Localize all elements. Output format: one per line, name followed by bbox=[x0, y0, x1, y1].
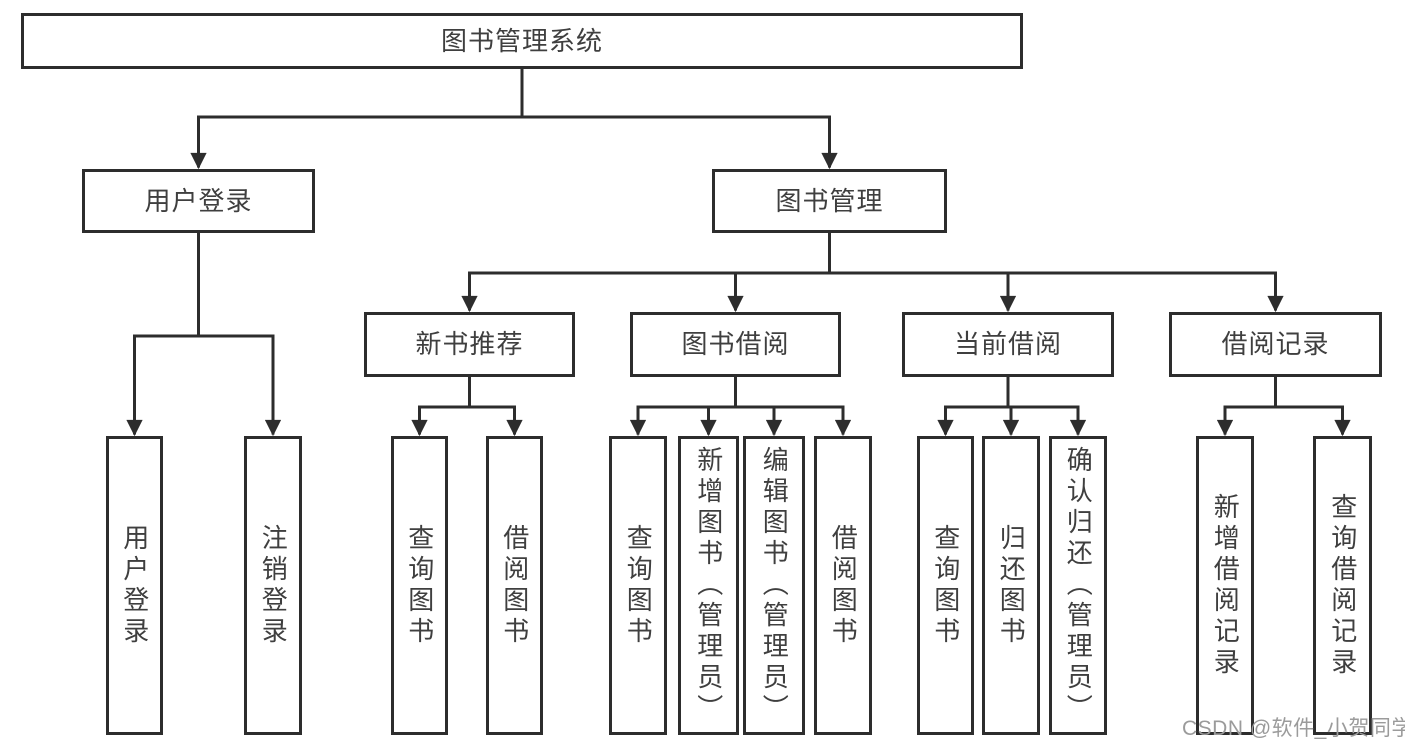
leaf-logout: 注销登录 bbox=[244, 436, 302, 735]
connectors-user-login bbox=[126, 233, 282, 437]
node-borrow-records: 借阅记录 bbox=[1169, 312, 1382, 377]
node-user-login: 用户登录 bbox=[82, 169, 315, 233]
node-root: 图书管理系统 bbox=[21, 13, 1023, 69]
leaf-br-query-record: 查询借阅记录 bbox=[1313, 436, 1372, 735]
node-current-borrow: 当前借阅 bbox=[902, 312, 1114, 377]
csdn-watermark: CSDN @软件_小贺同学 bbox=[1182, 717, 1405, 740]
connectors-borrow-records bbox=[1216, 377, 1351, 437]
connectors-root bbox=[190, 69, 838, 170]
leaf-user-login: 用户登录 bbox=[106, 436, 163, 735]
leaf-bb-edit-book: 编辑图书（管理员） bbox=[743, 436, 805, 735]
leaf-cb-confirm-return: 确认归还（管理员） bbox=[1049, 436, 1107, 735]
leaf-cb-query-book: 查询图书 bbox=[917, 436, 974, 735]
connectors-current-borrow bbox=[937, 377, 1087, 437]
leaf-br-add-record: 新增借阅记录 bbox=[1196, 436, 1254, 735]
leaf-bb-borrow-book: 借阅图书 bbox=[814, 436, 872, 735]
connectors-new-book-rec bbox=[411, 377, 523, 437]
leaf-nb-borrow-book: 借阅图书 bbox=[486, 436, 543, 735]
leaf-bb-add-book: 新增图书（管理员） bbox=[678, 436, 739, 735]
leaf-nb-query-book: 查询图书 bbox=[391, 436, 448, 735]
node-book-borrow: 图书借阅 bbox=[630, 312, 841, 377]
connectors-book-mgmt bbox=[461, 233, 1284, 313]
leaf-bb-query-book: 查询图书 bbox=[609, 436, 667, 735]
node-new-book-rec: 新书推荐 bbox=[364, 312, 575, 377]
leaf-cb-return-book: 归还图书 bbox=[982, 436, 1040, 735]
node-book-mgmt: 图书管理 bbox=[712, 169, 947, 233]
connectors-book-borrow bbox=[629, 377, 852, 437]
